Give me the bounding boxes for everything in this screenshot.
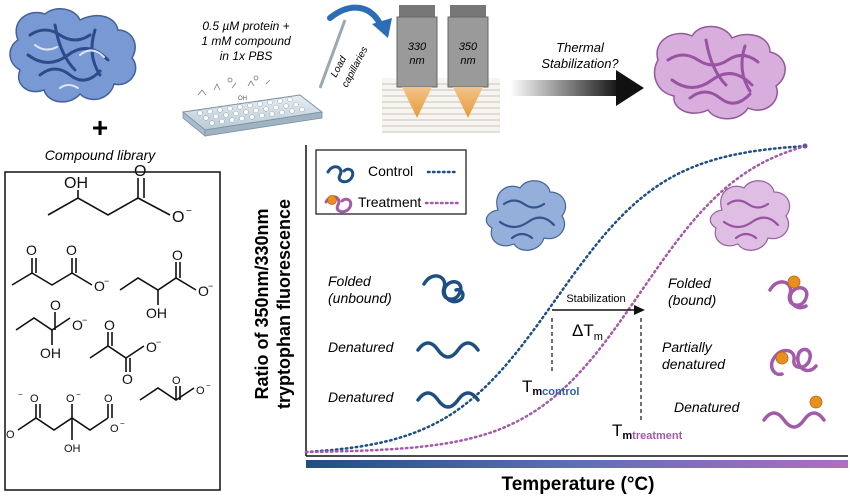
- protein-purple-icon: [653, 25, 786, 120]
- svg-text:OH: OH: [64, 175, 88, 192]
- svg-text:O: O: [172, 209, 184, 226]
- delta-tm-label: ΔTm: [572, 321, 603, 343]
- svg-text:OH: OH: [146, 305, 167, 321]
- protein-mix-line1: 0.5 µM protein +: [202, 19, 289, 33]
- protein-purple-small-icon: [709, 180, 791, 251]
- svg-text:O: O: [94, 278, 105, 294]
- svg-text:O: O: [50, 297, 61, 313]
- protein-blue-icon: [9, 8, 137, 103]
- wavelength-2-value: 350: [459, 41, 478, 53]
- svg-text:−: −: [206, 381, 211, 390]
- svg-text:O: O: [172, 247, 183, 263]
- legend-control-label: Control: [368, 163, 413, 179]
- y-axis-label-line2: tryptophan fluorescence: [274, 199, 294, 409]
- plus-sign: +: [92, 112, 108, 143]
- left-state-3: Denatured: [328, 389, 395, 405]
- temperature-gradient-bar: [306, 460, 848, 468]
- compound-structures-icon: [11, 178, 197, 440]
- svg-text:O: O: [104, 317, 115, 333]
- detector-350-icon: [447, 5, 489, 118]
- detector-330-icon: [396, 5, 438, 118]
- svg-text:O: O: [66, 393, 75, 405]
- svg-text:O: O: [110, 423, 119, 435]
- wavelength-1-value: 330: [408, 41, 427, 53]
- protein-mix-line3: in 1x PBS: [220, 49, 273, 63]
- svg-text:−: −: [82, 315, 87, 325]
- right-state-1-line2: (bound): [668, 292, 716, 308]
- right-state-2-line1: Partially: [662, 339, 713, 355]
- svg-text:−: −: [208, 281, 213, 291]
- legend-control-swatch-icon: [326, 165, 355, 184]
- svg-text:O: O: [26, 242, 37, 258]
- legend-treatment-swatch-icon: [324, 195, 353, 214]
- compound-atom-labels: OH O O − O O O − O O − OH O O − OH O O −…: [6, 163, 213, 455]
- svg-text:−: −: [76, 390, 81, 399]
- svg-text:−: −: [18, 390, 23, 399]
- svg-text:O: O: [134, 163, 146, 180]
- legend: Control Treatment: [315, 149, 467, 215]
- well-plate-icon: OH: [181, 75, 324, 137]
- right-state-2-line2: denatured: [662, 356, 726, 372]
- denatured-treatment-icon: [762, 395, 826, 429]
- legend-treatment-label: Treatment: [358, 194, 421, 210]
- folded-bound-icon: [768, 275, 809, 310]
- svg-text:O: O: [72, 317, 83, 333]
- load-arrow-icon: [327, 4, 392, 38]
- stabilization-label: Stabilization: [566, 293, 625, 305]
- left-state-1-line2: (unbound): [328, 290, 392, 306]
- curve-endpoint: [802, 143, 808, 149]
- denatured-control-icon: [416, 341, 480, 359]
- series-control-line: [304, 144, 808, 454]
- svg-text:OH: OH: [40, 345, 61, 361]
- svg-text:O: O: [122, 371, 133, 387]
- svg-text:OH: OH: [238, 96, 247, 102]
- svg-text:O: O: [146, 339, 157, 355]
- protein-blue-small-icon: [485, 180, 567, 251]
- thermal-arrow-icon: [510, 70, 644, 106]
- svg-text:O: O: [30, 393, 39, 405]
- svg-text:O: O: [6, 429, 15, 441]
- y-axis-label-line1: Ratio of 350nm/330nm: [252, 208, 272, 399]
- svg-text:O: O: [198, 283, 209, 299]
- thermal-line1: Thermal: [556, 40, 605, 55]
- svg-text:−: −: [120, 419, 125, 428]
- wavelength-2-unit: nm: [460, 55, 475, 67]
- svg-text:−: −: [156, 337, 161, 347]
- left-state-2: Denatured: [328, 339, 395, 355]
- svg-text:O: O: [104, 393, 113, 405]
- tm-treatment-label: Tmtreatment: [612, 421, 683, 442]
- x-axis-label: Temperature (°C): [502, 474, 655, 495]
- svg-text:OH: OH: [64, 443, 81, 455]
- denatured-control-2-icon: [416, 391, 480, 409]
- series-treatment-line: [304, 144, 808, 454]
- partially-denatured-icon: [769, 347, 818, 377]
- thermal-line2: Stabilization?: [541, 56, 619, 71]
- svg-text:O: O: [172, 375, 181, 387]
- wavelength-1-unit: nm: [409, 55, 424, 67]
- svg-text:O: O: [66, 242, 77, 258]
- right-state-3: Denatured: [674, 399, 741, 415]
- compound-library-box: [4, 171, 221, 491]
- svg-text:O: O: [196, 385, 205, 397]
- folded-unbound-icon: [422, 274, 465, 304]
- svg-text:−: −: [186, 206, 192, 217]
- tm-control-label: Tmcontrol: [522, 377, 579, 398]
- protein-mix-line2: 1 mM compound: [201, 34, 291, 48]
- compound-library-label: Compound library: [45, 147, 156, 163]
- right-state-1-line1: Folded: [668, 275, 712, 291]
- svg-text:−: −: [104, 276, 109, 286]
- pipette-icon: [318, 19, 347, 89]
- left-state-1-line1: Folded: [328, 273, 372, 289]
